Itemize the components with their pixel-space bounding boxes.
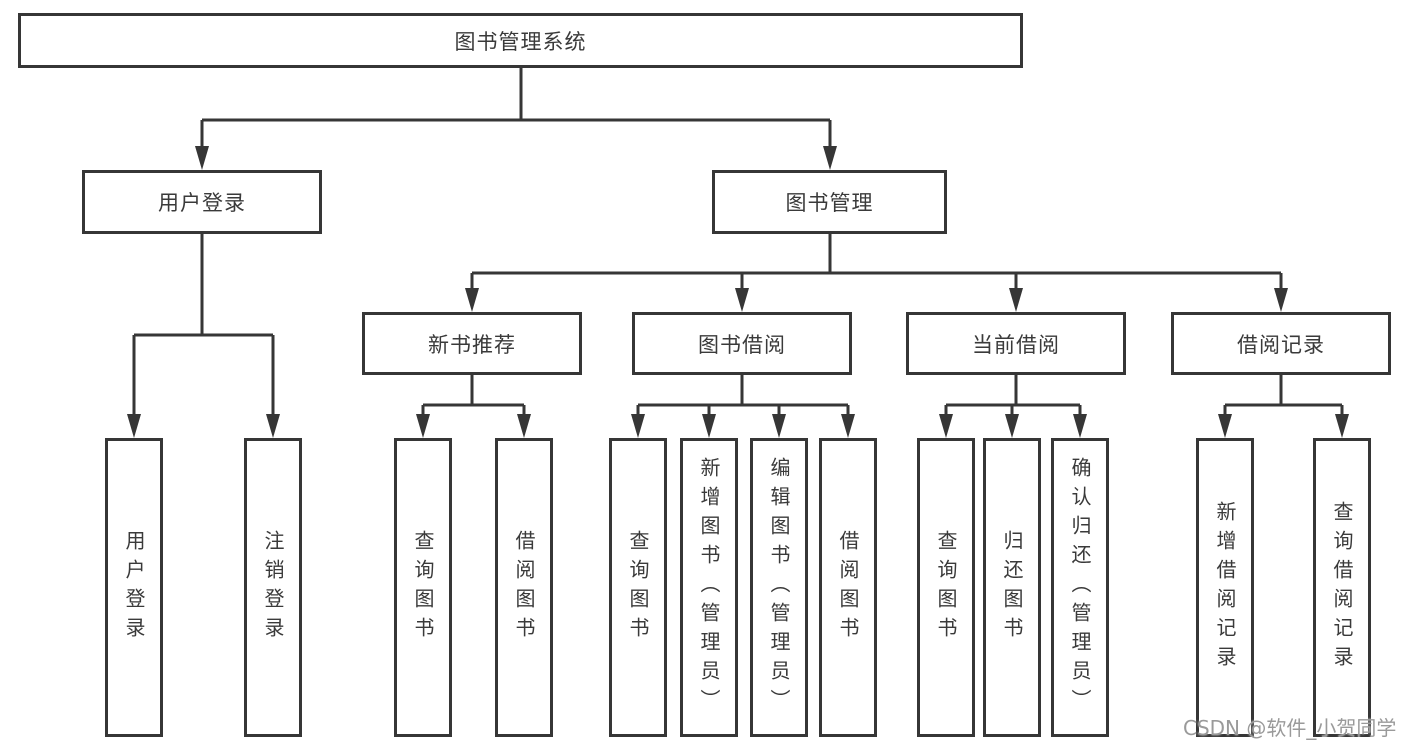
leaf-borrow-borrow-book-label: 借阅图书 (836, 529, 860, 646)
node-root-label: 图书管理系统 (454, 29, 587, 54)
arrowhead (772, 414, 786, 438)
leaf-borrow-query-book: 查询图书 (609, 438, 667, 737)
leaf-current-return-book: 归还图书 (983, 438, 1041, 737)
leaf-recommend-borrow-book: 借阅图书 (495, 438, 553, 737)
node-book-borrow: 图书借阅 (632, 312, 852, 375)
leaf-borrow-query-book-label: 查询图书 (626, 529, 650, 646)
arrowhead (517, 414, 531, 438)
watermark: CSDN @软件_小贺同学 (1183, 716, 1397, 740)
arrowhead (1335, 414, 1349, 438)
leaf-current-confirm-return-admin: 确认归还（管理员） (1051, 438, 1109, 737)
leaf-recommend-borrow-book-label: 借阅图书 (512, 529, 536, 646)
node-book-management: 图书管理 (712, 170, 947, 234)
leaf-borrow-borrow-book: 借阅图书 (819, 438, 877, 737)
arrowhead (702, 414, 716, 438)
arrowhead (823, 146, 837, 170)
leaf-current-query-book-label: 查询图书 (934, 529, 958, 646)
leaf-current-return-book-label: 归还图书 (1000, 529, 1024, 646)
leaf-user-login-label: 用户登录 (122, 529, 146, 646)
arrowhead (416, 414, 430, 438)
arrowhead (1218, 414, 1232, 438)
node-root: 图书管理系统 (18, 13, 1023, 68)
node-current-borrow: 当前借阅 (906, 312, 1126, 375)
arrowhead (735, 288, 749, 312)
arrowhead (127, 414, 141, 438)
leaf-logout-label: 注销登录 (261, 529, 285, 646)
arrowhead (1274, 288, 1288, 312)
leaf-borrow-edit-book-admin: 编辑图书（管理员） (750, 438, 808, 737)
arrowhead (939, 414, 953, 438)
node-new-book-recommend-label: 新书推荐 (428, 332, 516, 357)
leaf-borrow-edit-book-admin-label: 编辑图书（管理员） (767, 457, 791, 718)
node-book-borrow-label: 图书借阅 (698, 332, 786, 357)
node-new-book-recommend: 新书推荐 (362, 312, 582, 375)
arrowhead (195, 146, 209, 170)
node-user-login: 用户登录 (82, 170, 322, 234)
arrowhead (1009, 288, 1023, 312)
leaf-current-confirm-return-admin-label: 确认归还（管理员） (1068, 457, 1092, 718)
arrowhead (631, 414, 645, 438)
leaf-user-login: 用户登录 (105, 438, 163, 737)
tree-edges (132, 68, 1344, 418)
leaf-recommend-query-book: 查询图书 (394, 438, 452, 737)
node-user-login-label: 用户登录 (158, 191, 246, 215)
leaf-logout: 注销登录 (244, 438, 302, 737)
node-borrow-records: 借阅记录 (1171, 312, 1391, 375)
node-current-borrow-label: 当前借阅 (972, 332, 1060, 357)
leaf-recommend-query-book-label: 查询图书 (411, 529, 435, 646)
arrowhead (841, 414, 855, 438)
node-borrow-records-label: 借阅记录 (1237, 332, 1325, 357)
leaf-records-add-record-label: 新增借阅记录 (1213, 500, 1237, 675)
arrowhead (1073, 414, 1087, 438)
arrowheads (127, 146, 1349, 438)
arrowhead (1005, 414, 1019, 438)
leaf-borrow-add-book-admin: 新增图书（管理员） (680, 438, 738, 737)
leaf-records-add-record: 新增借阅记录 (1196, 438, 1254, 737)
leaf-records-query-record: 查询借阅记录 (1313, 438, 1371, 737)
leaf-records-query-record-label: 查询借阅记录 (1330, 500, 1354, 675)
leaf-current-query-book: 查询图书 (917, 438, 975, 737)
node-book-management-label: 图书管理 (785, 191, 874, 215)
leaf-borrow-add-book-admin-label: 新增图书（管理员） (697, 457, 721, 718)
arrowhead (465, 288, 479, 312)
arrowhead (266, 414, 280, 438)
